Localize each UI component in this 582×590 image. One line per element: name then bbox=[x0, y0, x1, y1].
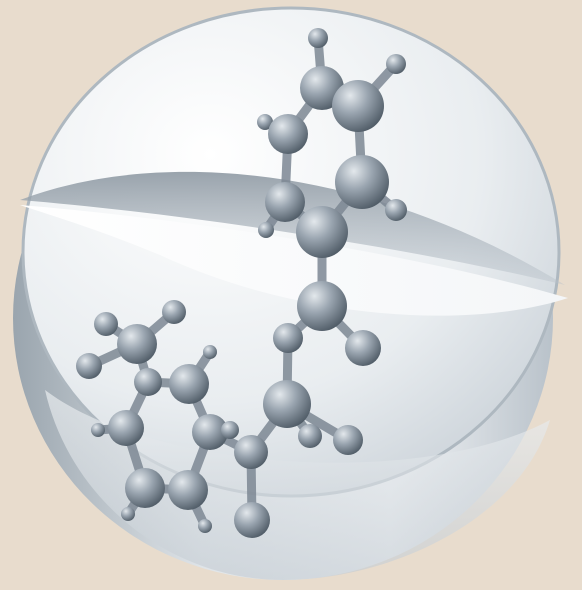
molecule-atom bbox=[203, 345, 217, 359]
molecule-atom bbox=[297, 281, 347, 331]
molecule-atom bbox=[385, 199, 407, 221]
molecule-atom bbox=[263, 380, 311, 428]
molecule-atom bbox=[117, 324, 157, 364]
molecule-atom bbox=[221, 421, 239, 439]
molecule-atom bbox=[268, 114, 308, 154]
pill-lower-band bbox=[45, 390, 550, 580]
molecule-atom bbox=[332, 80, 384, 132]
molecule-atom bbox=[134, 368, 162, 396]
molecule-atom bbox=[192, 414, 228, 450]
molecule bbox=[76, 28, 407, 538]
pill-score-shadow bbox=[20, 171, 565, 285]
molecule-atom bbox=[234, 502, 270, 538]
molecule-atom bbox=[296, 206, 348, 258]
molecule-atom bbox=[308, 28, 328, 48]
molecule-atom bbox=[108, 410, 144, 446]
molecule-atom bbox=[91, 423, 105, 437]
molecule-atom bbox=[386, 54, 406, 74]
molecule-atom bbox=[234, 435, 268, 469]
molecule-atom bbox=[94, 312, 118, 336]
pill-score-line bbox=[20, 205, 568, 316]
molecule-atom bbox=[257, 114, 273, 130]
molecule-atom bbox=[265, 182, 305, 222]
molecule-atom bbox=[125, 468, 165, 508]
molecule-atom bbox=[335, 155, 389, 209]
pill bbox=[13, 6, 568, 580]
molecule-atom bbox=[258, 222, 274, 238]
molecule-atom bbox=[198, 519, 212, 533]
molecule-atom bbox=[333, 425, 363, 455]
molecule-atom bbox=[273, 323, 303, 353]
molecule-atom bbox=[168, 470, 208, 510]
molecule-atom bbox=[298, 424, 322, 448]
molecule-atom bbox=[162, 300, 186, 324]
molecule-atom bbox=[121, 507, 135, 521]
molecule-atom bbox=[345, 330, 381, 366]
molecule-atom bbox=[169, 364, 209, 404]
molecule-atom bbox=[76, 353, 102, 379]
molecule-atoms bbox=[76, 28, 407, 538]
